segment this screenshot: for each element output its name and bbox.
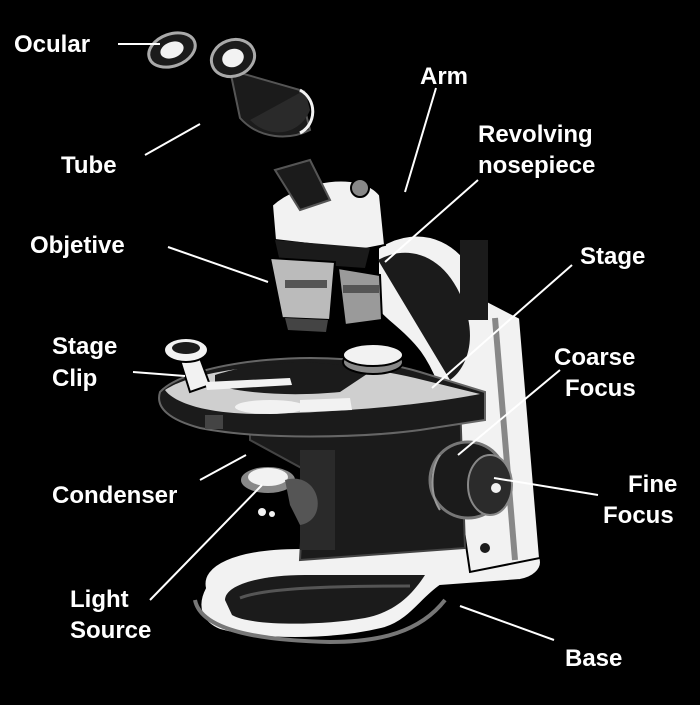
label-condenser: Condenser xyxy=(52,482,177,509)
tubes-part xyxy=(147,31,315,138)
leader-revolving-nosepiece xyxy=(384,179,479,263)
label-tube: Tube xyxy=(61,152,117,179)
labels: Ocular Tube Objetive Stage Clip Condense… xyxy=(14,31,677,672)
label-coarse-focus-line2: Focus xyxy=(565,375,636,402)
leader-stage xyxy=(431,264,573,389)
label-fine-focus-line1: Fine xyxy=(628,471,677,498)
objectives-part xyxy=(268,256,384,332)
label-fine-focus-line2: Focus xyxy=(603,502,674,529)
label-arm: Arm xyxy=(420,63,468,90)
stage-clip-part xyxy=(163,337,292,394)
label-stage: Stage xyxy=(580,243,645,270)
label-revolving-line1: Revolving xyxy=(478,121,593,148)
leader-objective xyxy=(167,246,269,283)
base-part xyxy=(193,547,542,645)
leader-condenser xyxy=(199,454,247,481)
leader-arm xyxy=(404,87,437,193)
label-stage-clip-line1: Stage xyxy=(52,333,117,360)
label-light-source-line2: Source xyxy=(70,617,151,644)
label-base: Base xyxy=(565,645,622,672)
leader-coarse-focus xyxy=(457,369,561,456)
head-part xyxy=(270,158,387,268)
leader-stage-clip xyxy=(132,371,186,377)
leader-base xyxy=(459,605,555,641)
stage-knob xyxy=(342,343,404,375)
focus-knobs xyxy=(428,440,513,520)
label-stage-clip-line2: Clip xyxy=(52,365,97,392)
label-revolving-line2: nosepiece xyxy=(478,152,595,179)
label-light-source-line1: Light xyxy=(70,586,129,613)
leader-light-source xyxy=(149,484,263,601)
label-coarse-focus-line1: Coarse xyxy=(554,344,635,371)
leader-tube xyxy=(144,123,201,156)
label-objective: Objetive xyxy=(30,232,125,259)
leader-fine-focus xyxy=(493,477,599,496)
leader-lines xyxy=(118,43,599,641)
label-ocular: Ocular xyxy=(14,31,90,58)
microscope xyxy=(147,31,542,645)
condenser-part xyxy=(239,465,318,525)
